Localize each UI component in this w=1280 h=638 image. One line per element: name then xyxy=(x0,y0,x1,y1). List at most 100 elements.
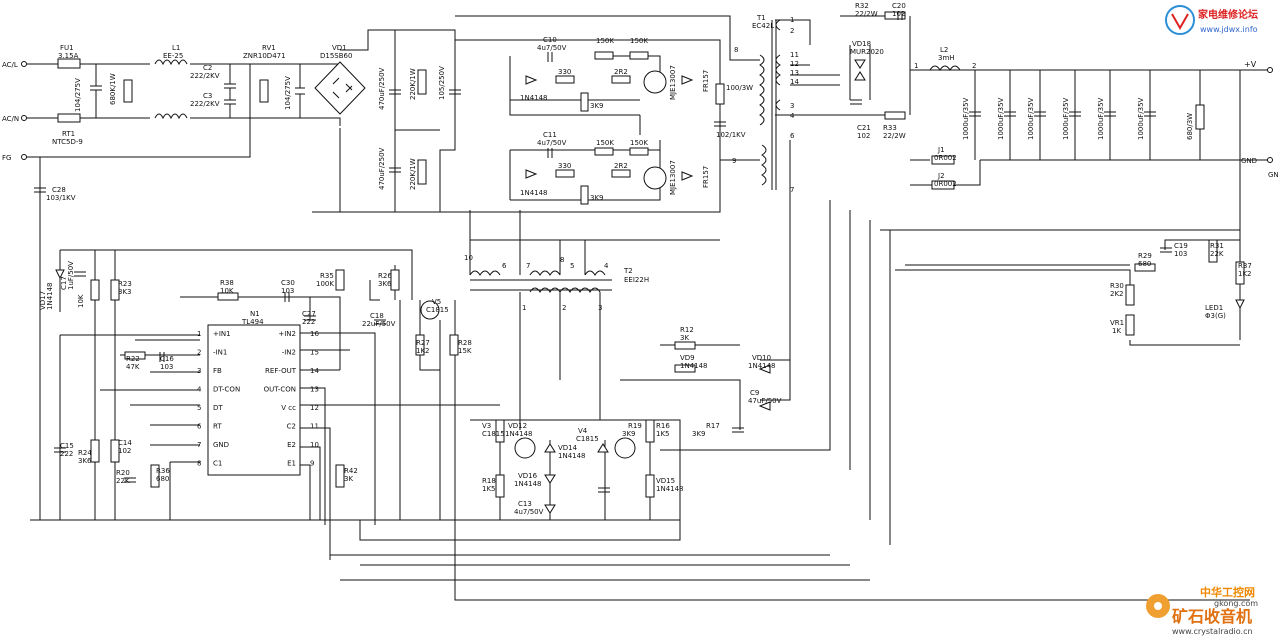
val-r16: 1K5 xyxy=(482,485,496,493)
val-t2: EEI22H xyxy=(624,276,649,284)
val-c25: 1000uF/35V xyxy=(1062,97,1070,140)
capacitor-c14 xyxy=(124,477,136,483)
resistor-r30 xyxy=(1125,284,1135,306)
ic-pin-number: 3 xyxy=(197,367,201,375)
resistor-r5 xyxy=(580,92,589,112)
ref-r22: R22 xyxy=(126,355,140,363)
ref-c16: C16 xyxy=(160,355,174,363)
ref-vd9: VD10 xyxy=(752,354,771,362)
ref-c14: R20 xyxy=(116,469,130,477)
ic-pin-number: 15 xyxy=(310,349,319,357)
ref-vd18: VD18 xyxy=(852,40,871,48)
ref-r27: R27 xyxy=(416,339,430,347)
resistor-r21 xyxy=(90,439,100,463)
ic-pin-name: FB xyxy=(213,367,222,375)
transformer-t1-primary xyxy=(759,54,765,126)
t1-pin-6: 6 xyxy=(790,132,795,140)
val-vd6: FR157 xyxy=(702,166,710,188)
varistor-rv1 xyxy=(259,79,269,103)
ref-c2: C2 xyxy=(203,64,212,72)
ic-pin-number: 7 xyxy=(197,441,201,449)
ref-r42: R12 xyxy=(680,326,694,334)
ic-pin-number: 16 xyxy=(310,330,319,338)
capacitor-c21 xyxy=(850,99,862,105)
resistor-r26 xyxy=(390,269,400,291)
shunt-j1 xyxy=(931,155,955,165)
val-r6: 330 xyxy=(558,68,571,76)
val-r24: 102 xyxy=(118,447,131,455)
val-vd9: 1N4148 xyxy=(748,362,776,370)
resistor-r16 xyxy=(495,474,505,498)
val-r1: 220K/1W xyxy=(409,68,417,100)
led-led1 xyxy=(1235,299,1245,310)
t1-pin-11: 11 xyxy=(790,51,799,59)
node-1: 1 xyxy=(914,62,918,70)
t2-pin-5: 5 xyxy=(570,262,574,270)
ic-pin-name: OUT-CON xyxy=(264,386,296,394)
resistor-r18 xyxy=(645,474,655,498)
ic-pin-name: -IN2 xyxy=(282,349,296,357)
val-r12: 1N4148 xyxy=(680,362,708,370)
val-r28: 15K xyxy=(458,347,472,355)
val-vd7: 1N4148 xyxy=(520,94,548,102)
val-vd1: D15SB60 xyxy=(320,52,352,60)
val-led1: Φ3(G) xyxy=(1205,312,1226,320)
ic-pin-name: C1 xyxy=(213,460,222,468)
ref-c17: C17 xyxy=(60,276,68,290)
resistor-r23 xyxy=(110,279,120,301)
resistor-r13 xyxy=(123,79,133,103)
resistor-r21-top xyxy=(90,279,100,301)
capacitor-c15 xyxy=(54,447,66,453)
resistor-r20 xyxy=(150,464,160,488)
val-c14: 22K xyxy=(116,477,130,485)
resistor-r39 xyxy=(594,51,614,60)
ic-pin-name: RT xyxy=(213,423,222,431)
val-vd5: FR157 xyxy=(702,70,710,92)
val-r21-top: 10K xyxy=(77,294,85,308)
output-capacitors xyxy=(969,111,1156,117)
val-v4: 3K9 xyxy=(622,430,636,438)
val-c4: 104/275V xyxy=(284,76,292,110)
ref-c20: C20 xyxy=(892,2,906,10)
ic-pin-number: 13 xyxy=(310,386,319,394)
val-r26: 3K6 xyxy=(378,280,392,288)
val-r32: 22/2W xyxy=(855,10,878,18)
ref-led1: LED1 xyxy=(1205,304,1223,312)
val-v2: MJE13007 xyxy=(669,160,677,195)
val-r36: 3K xyxy=(344,475,353,483)
ref-r29: R29 xyxy=(1138,252,1152,260)
t1-pin-14: 14 xyxy=(790,78,799,86)
ic-pin-name: +IN2 xyxy=(278,330,296,338)
val-r21: 3K6 xyxy=(78,457,92,465)
t1-pin-7: 7 xyxy=(790,186,794,194)
val-j1: 0R002 xyxy=(934,154,957,162)
ref-r20: R36 xyxy=(156,467,170,475)
resistor-r1 xyxy=(417,69,427,95)
ref-c15: C15 xyxy=(60,442,74,450)
terminal-gnd xyxy=(1267,157,1273,163)
ref-r31: R31 xyxy=(1210,242,1224,250)
val-r39: 150K xyxy=(596,37,614,45)
val-vd14: C1815 xyxy=(576,435,599,443)
ic-pin-number: 14 xyxy=(310,367,319,375)
ic-tl494 xyxy=(207,324,301,476)
val-r30: 2K2 xyxy=(1110,290,1124,298)
val-c7: 105/250V xyxy=(438,66,446,100)
t2-pin-2: 2 xyxy=(562,304,566,312)
ic-pin-number: 5 xyxy=(197,404,201,412)
val-c5: 470uF/250V xyxy=(378,67,386,110)
ref-c19: C19 xyxy=(1174,242,1188,250)
label-fg: FG xyxy=(2,154,11,162)
diode-vd18-a xyxy=(854,59,866,69)
resistor-r3 xyxy=(715,83,725,105)
ref-c10: C10 xyxy=(543,36,557,44)
t2-pin-3: 3 xyxy=(598,304,602,312)
val-r9: 3K9 xyxy=(590,194,604,202)
t2-pin-7: 7 xyxy=(526,262,530,270)
val-c23: 1000uF/35V xyxy=(997,97,1005,140)
val-c29: 1000uF/35V xyxy=(1137,97,1145,140)
resistor-r40 xyxy=(594,147,614,156)
capacitor-c13 xyxy=(598,487,610,493)
ref-l1: L1 xyxy=(172,44,180,52)
